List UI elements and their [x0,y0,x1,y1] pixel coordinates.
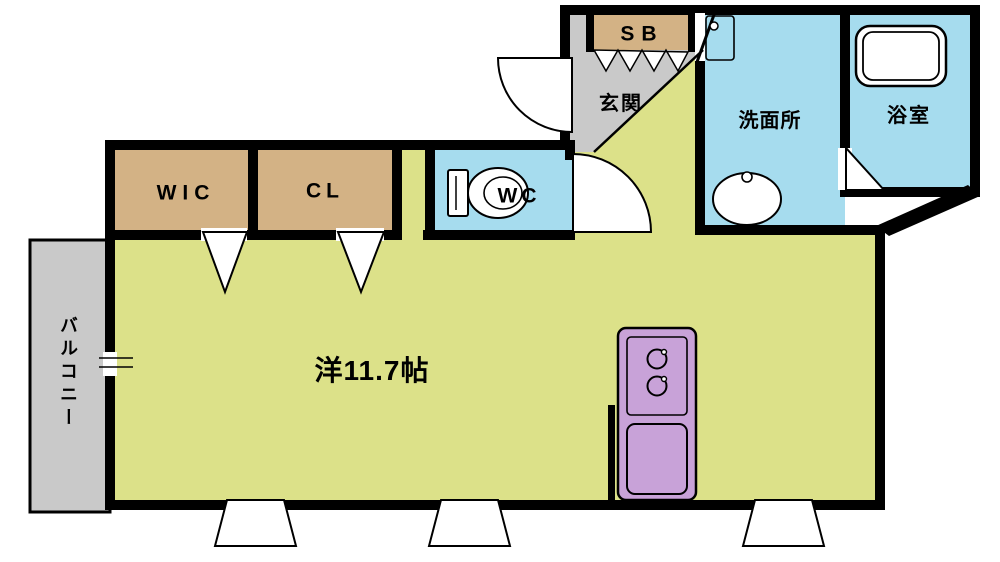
burner-icon [646,375,668,397]
wall-segment [700,225,885,235]
hall-door-arc-icon [572,152,653,233]
entrance-step-line [593,49,704,153]
wall-segment [560,15,570,60]
kitchen-unit [616,326,698,502]
wall-segment [423,230,575,240]
burner-knob-icon [660,348,668,356]
wall-segment [608,405,615,502]
wall-segment [105,230,260,240]
wall-segment-diagonal [876,185,980,236]
walk-in-closet [110,145,252,235]
wall-segment [255,230,402,240]
wic-door-icon [201,231,249,295]
balcony [28,238,112,514]
washer-pan-icon [705,15,735,61]
window-icon [427,499,512,547]
shoe-box [594,15,688,50]
wall-segment [392,140,402,235]
wall-segment [695,60,705,235]
balcony-window-opening [103,352,117,376]
bathroom-door-icon [845,145,887,191]
window-icon [741,499,826,547]
wall-segment [845,187,980,197]
sink-icon [712,171,782,226]
main-room-label: 洋11.7帖 [314,355,430,386]
wall-segment [105,140,570,150]
burner-icon [646,348,668,370]
closet-label: CL [306,179,344,203]
wall-segment [105,140,115,510]
washroom-label: 洗面所 [738,110,802,132]
stove-icon [626,336,688,416]
balcony-window-icon [99,357,133,368]
wall-segment [248,140,258,235]
toilet-label: WC [497,184,541,208]
balcony-label: バルコニー [58,315,78,431]
window-icon [213,499,298,547]
bathtub-icon [854,24,948,88]
wall-segment [565,140,575,160]
kitchen-cabinet-icon [626,423,688,495]
shoebox-folding-door-icon [592,48,690,73]
washroom-door-opening [695,13,705,61]
wic-label: WIC [156,181,216,205]
wall-segment [560,5,980,15]
wall-segment [970,5,980,197]
wall-segment [875,225,885,510]
shoe-box-label: SB [620,22,664,46]
entrance-door-arc-icon [496,57,573,134]
burner-knob-icon [660,375,668,383]
wall-segment [586,10,594,52]
kitchen-counter [616,326,698,502]
bathroom-label: 浴室 [887,105,931,127]
wall-segment [688,10,696,52]
cl-door-icon [336,231,386,295]
main-room [110,230,885,510]
entrance-area [565,15,703,152]
wall-segment [840,5,850,197]
closet [252,145,397,235]
entrance-label: 玄関 [599,93,643,115]
wall-segment [425,140,435,235]
toilet-icon [447,167,529,219]
